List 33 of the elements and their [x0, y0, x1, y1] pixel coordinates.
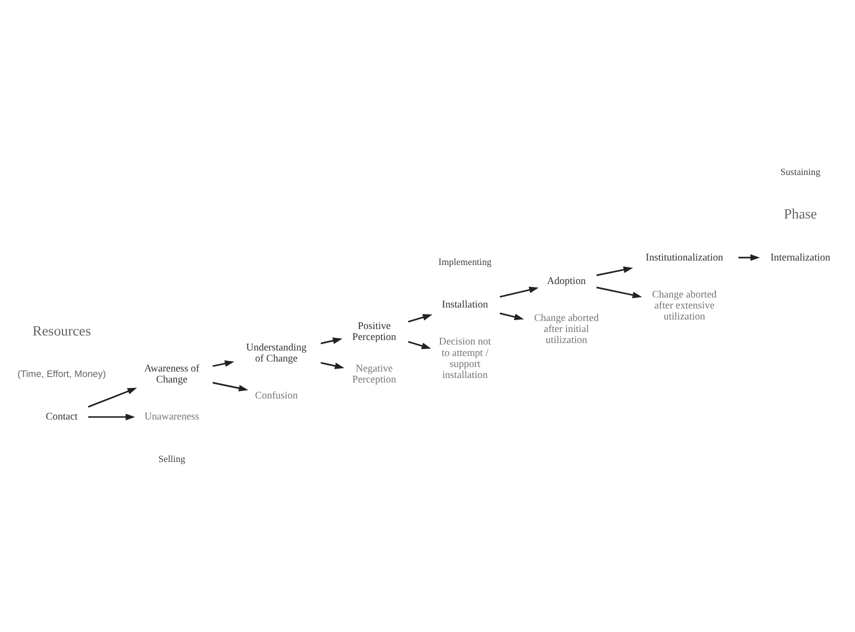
arrow — [212, 360, 234, 367]
arrow — [88, 388, 138, 408]
node-text: Change aborted after initial utilization — [534, 313, 599, 346]
node-text: Decision not to attempt / support installation — [438, 336, 492, 381]
arrow — [500, 286, 539, 298]
node-text: Institutionalization — [646, 252, 724, 264]
label: Phase — [784, 206, 817, 222]
arrow — [596, 286, 642, 298]
node-text: Installation — [442, 300, 488, 311]
label: Resources — [32, 323, 91, 340]
arrow — [212, 382, 248, 392]
node-text: Internalization — [770, 252, 830, 264]
node-text: Unawareness — [144, 412, 200, 423]
node-text: Confusion — [255, 390, 298, 402]
node-text: Adoption — [547, 276, 586, 287]
arrow — [738, 254, 760, 261]
label: Sustaining — [780, 168, 820, 178]
arrow — [320, 337, 342, 344]
arrow — [408, 314, 432, 323]
arrow — [596, 266, 634, 276]
arrow — [88, 414, 136, 420]
label: Selling — [158, 455, 186, 466]
arrow — [408, 341, 432, 350]
node-text: Change aborted after extensive utilization — [652, 289, 717, 322]
label: (Time, Effort, Money) — [17, 368, 106, 380]
node-text: Understanding of Change — [246, 342, 307, 364]
label: Implementing — [438, 258, 492, 268]
arrow — [500, 312, 524, 320]
node-text: Positive Perception — [352, 320, 396, 343]
arrow — [320, 362, 344, 370]
node-text: Contact — [46, 412, 78, 423]
node-text: Negative Perception — [352, 364, 396, 386]
node-text: Awareness of Change — [144, 364, 200, 386]
